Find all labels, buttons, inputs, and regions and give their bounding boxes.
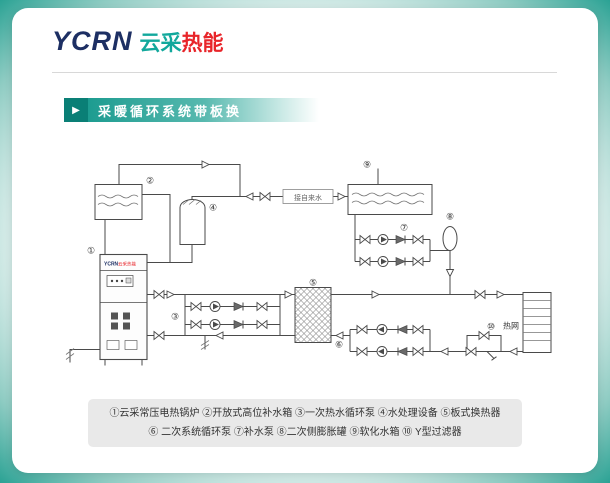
valve-icon	[356, 325, 368, 334]
check-valve-icon	[395, 235, 406, 244]
tap-water-label: 接自来水	[282, 189, 334, 204]
flow-arrow-icon	[440, 347, 449, 356]
water-treatment-cylinder	[179, 199, 206, 245]
flow-arrow-icon	[335, 331, 344, 340]
valve-icon	[359, 235, 371, 244]
valve-icon	[465, 347, 477, 356]
boiler-brand-en: YCRN	[104, 262, 119, 268]
pump-icon	[376, 346, 388, 357]
heat-network-text: 热网	[503, 321, 519, 331]
logo-text-cn-teal: 云采	[139, 32, 182, 55]
flow-arrow-icon	[446, 269, 454, 277]
flow-arrow-icon	[201, 160, 210, 169]
pump-icon	[376, 324, 388, 335]
valve-icon	[412, 235, 424, 244]
expansion-vessel	[442, 226, 458, 251]
check-valve-icon	[397, 347, 408, 356]
legend-panel: ①云采常压电热锅炉 ②开放式高位补水箱 ③一次热水循环泵 ④水处理设备 ⑤板式换…	[88, 399, 522, 447]
valve-icon	[356, 347, 368, 356]
valve-icon	[153, 331, 165, 340]
valve-icon	[259, 192, 271, 201]
content-card	[12, 8, 598, 473]
valve-icon	[256, 320, 268, 329]
check-valve-icon	[233, 302, 244, 311]
flow-arrow-icon	[245, 192, 254, 201]
valve-icon	[412, 257, 424, 266]
marker-8: ⑧	[446, 212, 454, 222]
valve-icon	[359, 257, 371, 266]
marker-10: ⑩	[487, 322, 495, 332]
flow-arrow-icon	[166, 290, 175, 299]
marker-3: ③	[171, 312, 179, 322]
legend-line-1: ①云采常压电热锅炉 ②开放式高位补水箱 ③一次热水循环泵 ④水处理设备 ⑤板式换…	[109, 408, 501, 419]
check-valve-icon	[397, 325, 408, 334]
pump-icon	[377, 256, 389, 267]
section-banner: ▶ 采暖循环系统带板换	[64, 98, 319, 122]
marker-2: ②	[146, 176, 154, 186]
component-markers: ① ② ③ ④ ⑤ ⑥ ⑦ ⑧ ⑨ ⑩	[87, 160, 495, 350]
pump-icon	[209, 301, 221, 312]
plate-heat-exchanger	[294, 287, 332, 343]
check-valve-icon	[233, 320, 244, 329]
marker-4: ④	[209, 203, 217, 213]
system-diagram: 接自来水 YCRN 云采热能 热网	[65, 160, 552, 366]
valve-icon	[256, 302, 268, 311]
marker-7: ⑦	[400, 223, 408, 233]
electric-boiler: YCRN 云采热能	[99, 253, 148, 366]
valve-icon	[478, 331, 490, 340]
flow-arrow-icon	[337, 192, 346, 201]
pump-icon	[377, 234, 389, 245]
tap-water-text: 接自来水	[294, 193, 322, 202]
flow-arrow-icon	[509, 347, 518, 356]
flow-arrow-icon	[371, 290, 380, 299]
flow-arrow-icon	[284, 290, 293, 299]
valve-icon	[190, 302, 202, 311]
marker-1: ①	[87, 246, 95, 256]
brand-logo: YCRN 云采 热能	[52, 26, 224, 57]
logo-text-cn-red: 热能	[181, 32, 224, 55]
boiler-brand-cn: 云采热能	[118, 261, 136, 268]
pump-icon	[209, 319, 221, 330]
valve-icon	[190, 320, 202, 329]
makeup-water-tank	[94, 184, 143, 220]
heat-network-radiator: 热网	[503, 292, 552, 353]
check-valve-icon	[395, 257, 406, 266]
logo-text-en: YCRN	[52, 26, 133, 56]
header-divider	[52, 72, 557, 73]
marker-6: ⑥	[335, 340, 343, 350]
flow-arrow-icon	[496, 290, 505, 299]
softening-water-tank	[347, 184, 433, 215]
valve-icon	[412, 325, 424, 334]
marker-9: ⑨	[363, 160, 371, 170]
valve-icon	[474, 290, 486, 299]
valve-icon	[412, 347, 424, 356]
section-title: 采暖循环系统带板换	[98, 103, 243, 119]
valve-icon	[153, 290, 165, 299]
marker-5: ⑤	[309, 278, 317, 288]
legend-line-2: ⑥ 二次系统循环泵 ⑦补水泵 ⑧二次侧膨胀罐 ⑨软化水箱 ⑩ Y型过滤器	[148, 427, 462, 438]
flow-arrow-icon	[215, 331, 224, 340]
drain-break-marks	[65, 340, 210, 360]
banner-arrow-icon: ▶	[64, 98, 88, 122]
y-filter-icon	[486, 351, 497, 361]
